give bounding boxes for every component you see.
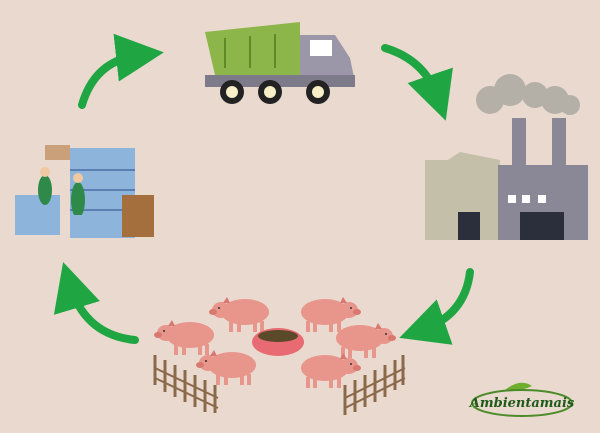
store-illustration	[15, 145, 154, 238]
truck-illustration	[205, 22, 355, 104]
arrow-factory-to-pigs	[399, 268, 474, 345]
factory-illustration	[425, 74, 588, 240]
arrow-store-to-truck	[78, 33, 164, 109]
arrow-truck-to-factory	[381, 44, 453, 121]
cycle-arrows	[53, 33, 474, 345]
arrow-pigs-to-store	[53, 262, 139, 344]
pigs-illustration	[153, 297, 406, 415]
ambientamais-logo: Ambientamais	[468, 382, 575, 417]
logo-text: Ambientamais	[468, 396, 575, 411]
